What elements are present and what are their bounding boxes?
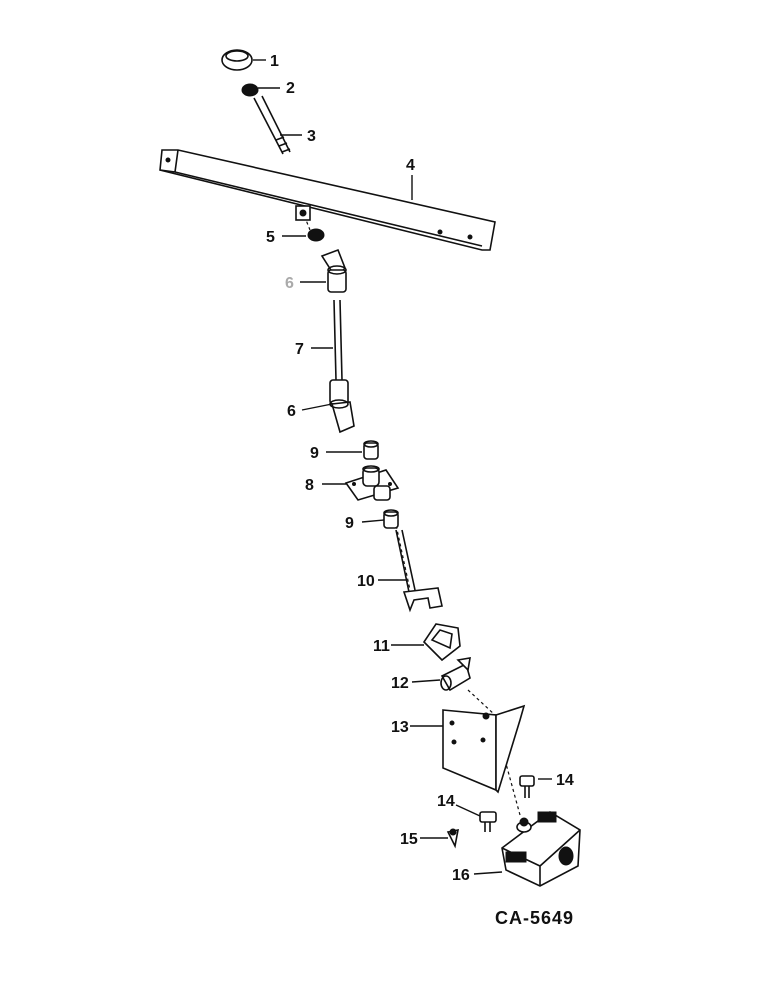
callout-10: 10 — [357, 573, 375, 590]
callout-14-left: 14 — [437, 793, 455, 810]
part-14-screw-left — [479, 811, 497, 832]
callout-16: 16 — [452, 867, 470, 884]
part-10-shift-lever — [395, 529, 443, 613]
part-14-screw-right — [519, 775, 535, 798]
part-9-bushing-upper — [363, 440, 379, 460]
part-2-nut — [241, 83, 259, 97]
part-15-fitting — [446, 828, 460, 849]
part-8-bearing-flange — [344, 465, 400, 501]
callout-6-lower: 6 — [287, 403, 296, 420]
callout-1: 1 — [270, 53, 279, 70]
callout-2: 2 — [286, 80, 295, 97]
callout-8: 8 — [305, 477, 314, 494]
part-3-rod — [253, 95, 291, 155]
callout-9-lower: 9 — [345, 515, 354, 532]
callout-leaders — [253, 59, 552, 875]
part-5-nut — [307, 228, 325, 242]
callout-11: 11 — [373, 638, 390, 655]
callout-3: 3 — [307, 128, 316, 145]
reference-code: CA-5649 — [495, 908, 574, 928]
part-11-plate — [422, 623, 461, 662]
callout-6-upper: 6 — [285, 275, 294, 292]
callout-9-upper: 9 — [310, 445, 319, 462]
part-13-angle-bracket — [442, 704, 526, 794]
part-16-switch-housing — [501, 811, 581, 887]
callout-15: 15 — [400, 831, 418, 848]
callout-14-right: 14 — [556, 772, 574, 789]
callout-13: 13 — [391, 719, 409, 736]
callout-7: 7 — [295, 341, 304, 358]
part-6-joint-upper — [320, 248, 347, 293]
callout-labels: 1 2 3 4 5 6 7 6 9 8 9 10 11 12 13 14 14 … — [266, 53, 574, 884]
part-4-bracket-bar — [159, 149, 496, 251]
part-12-pivot-pin — [440, 657, 471, 692]
callout-4: 4 — [406, 157, 415, 174]
part-1-knob — [221, 49, 253, 71]
part-6-joint-lower — [329, 379, 355, 434]
part-9-bushing-lower — [383, 509, 399, 529]
part-7-shaft — [333, 299, 343, 381]
callout-5: 5 — [266, 229, 275, 246]
callout-12: 12 — [391, 675, 409, 692]
